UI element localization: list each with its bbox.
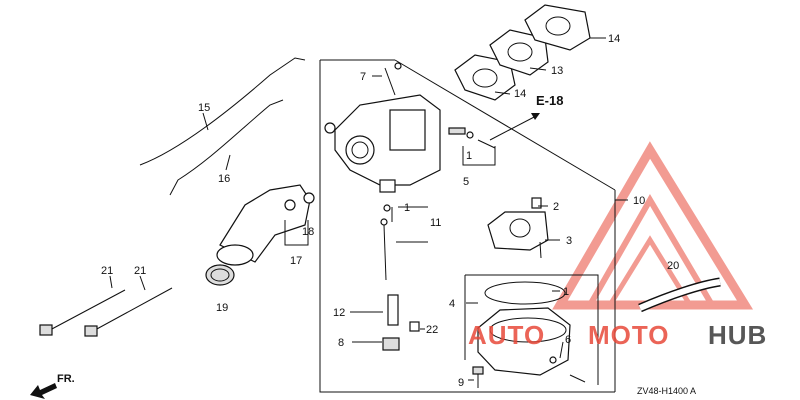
callout-1c: 1 xyxy=(563,286,569,298)
long-bolts xyxy=(39,287,173,337)
watermark-part3: HUB xyxy=(708,320,767,350)
watermark-part1: AUTO xyxy=(468,320,545,350)
intake-elbow xyxy=(216,184,311,266)
float-chamber xyxy=(477,281,586,383)
callout-12: 12 xyxy=(333,307,345,319)
callout-14a: 14 xyxy=(608,33,620,45)
callout-21a: 21 xyxy=(101,265,113,277)
intake-screen xyxy=(205,264,235,286)
callout-11: 11 xyxy=(430,217,441,229)
callout-3: 3 xyxy=(566,235,572,247)
callout-22: 22 xyxy=(426,324,438,336)
callout-13: 13 xyxy=(551,65,563,77)
reference-arrow xyxy=(489,113,540,141)
callout-1b: 1 xyxy=(466,150,472,162)
callout-2: 2 xyxy=(553,201,559,213)
callout-19: 19 xyxy=(216,302,228,314)
callout-16: 16 xyxy=(218,173,230,185)
callout-15: 15 xyxy=(198,102,210,114)
pilot-screw-set xyxy=(448,127,496,149)
callout-21b: 21 xyxy=(134,265,146,277)
callout-5: 5 xyxy=(463,176,469,188)
choke-rod xyxy=(139,57,306,196)
carburetor-body xyxy=(324,94,441,193)
assembly-frame xyxy=(319,59,616,393)
callout-14b: 14 xyxy=(514,88,526,100)
callout-17: 17 xyxy=(290,255,302,267)
callout-9: 9 xyxy=(458,377,464,389)
callout-labels: 15 16 18 17 19 21 21 7 1 11 12 8 22 4 9 … xyxy=(57,33,696,396)
float-assembly xyxy=(487,197,549,259)
watermark-text: AUTO MOTO HUB xyxy=(468,320,767,350)
diagram-code: ZV48-H1400 A xyxy=(637,386,696,396)
watermark-part2: MOTO xyxy=(588,320,670,350)
front-arrow xyxy=(30,383,57,399)
reference-e18: E-18 xyxy=(536,93,563,108)
o-ring xyxy=(303,192,315,204)
callout-4: 4 xyxy=(449,298,455,310)
callout-18: 18 xyxy=(302,226,314,238)
jet-holder xyxy=(382,294,420,351)
callout-7: 7 xyxy=(360,71,366,83)
callout-6: 6 xyxy=(565,334,571,346)
callout-10: 10 xyxy=(633,195,645,207)
main-jet-needle xyxy=(380,204,391,281)
drain-screw xyxy=(472,366,484,388)
fuel-tube xyxy=(638,277,721,313)
insulator-gaskets xyxy=(454,4,591,101)
throttle-stop-screw xyxy=(384,62,402,96)
leader-lines xyxy=(109,37,628,381)
callout-20: 20 xyxy=(667,260,679,272)
front-label: FR. xyxy=(57,373,75,385)
callout-1a: 1 xyxy=(404,202,410,214)
callout-8: 8 xyxy=(338,337,344,349)
